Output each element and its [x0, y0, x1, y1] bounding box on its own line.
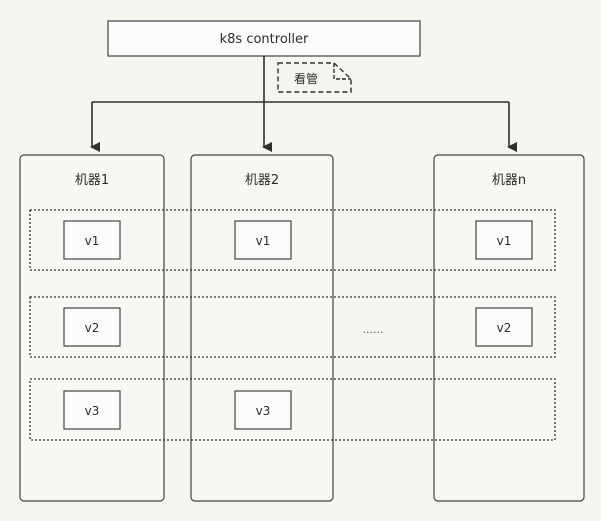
controller-label: k8s controller	[220, 32, 309, 47]
machine-n-v1-box: v1	[475, 220, 533, 260]
machine-1-label: 机器1	[75, 173, 109, 188]
machine-1-v3-box: v3	[63, 390, 121, 430]
machine-1-v1-box: v1	[63, 220, 121, 260]
machine-n-v2-box: v2	[475, 307, 533, 347]
machine-n-v2-label: v2	[497, 321, 512, 335]
machine-1-v3-label: v3	[85, 404, 100, 418]
machine-2-label: 机器2	[245, 173, 279, 188]
version-band-v3	[29, 378, 556, 441]
annotation-shape	[277, 62, 352, 93]
machine-2-v3-box: v3	[234, 390, 292, 430]
supervise-annotation: 看管	[277, 62, 352, 93]
connector-lines	[90, 56, 517, 152]
machine-1-v2-box: v2	[63, 307, 121, 347]
version-band-v2	[29, 296, 556, 358]
controller-node: k8s controller	[107, 20, 421, 57]
machine-1-v1-label: v1	[85, 234, 100, 248]
ellipsis: ......	[363, 323, 384, 336]
machine-n-label: 机器n	[492, 173, 526, 188]
machine-2: 机器2	[190, 154, 334, 502]
machine-n-v1-label: v1	[497, 234, 512, 248]
machine-2-v3-label: v3	[256, 404, 271, 418]
machine-1-v2-label: v2	[85, 321, 100, 335]
annotation-label: 看管	[294, 71, 318, 86]
annotation-fold	[333, 63, 351, 80]
version-band-v1	[29, 209, 556, 271]
machine-2-v1-label: v1	[256, 234, 271, 248]
machine-2-v1-box: v1	[234, 220, 292, 260]
